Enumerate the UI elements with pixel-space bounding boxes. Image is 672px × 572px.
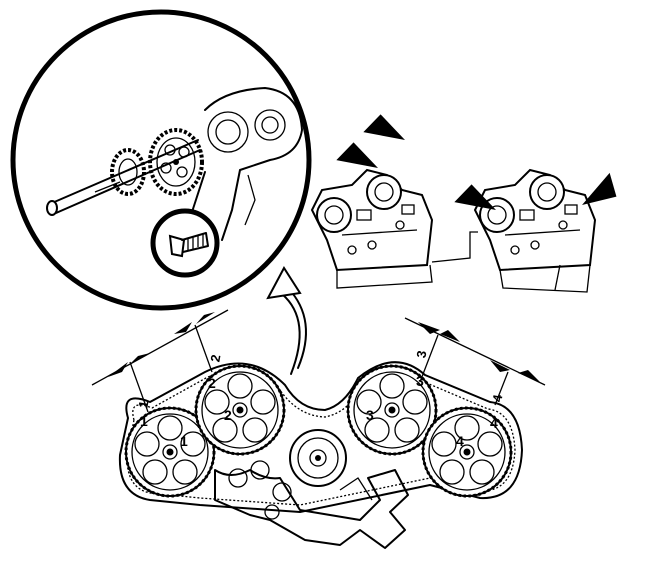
timing-mark-labels: 1 1 2 2 3 3 4 4: [140, 373, 498, 449]
dimension-label-2: 2: [207, 353, 223, 363]
camshaft-gear-large: [148, 128, 204, 196]
cylinder-head-right: [474, 169, 596, 293]
detail-callout-circle: [10, 9, 312, 311]
pointer-arrow: [582, 172, 617, 205]
engine-block-lower: [214, 460, 409, 549]
cam-pulley-4: [421, 406, 513, 498]
dimension-label-1: 1: [135, 399, 151, 409]
hub-mark-label-3: 3: [366, 407, 374, 423]
camshaft-housing: [204, 87, 303, 241]
dimension-labels: 1 2 3 4: [135, 349, 505, 409]
belt-mark-label-4: 4: [490, 415, 498, 431]
bolt-detail-circle: [150, 208, 220, 278]
belt-mark-label-3: 3: [416, 373, 424, 389]
curved-arrow: [266, 266, 307, 375]
dimension-markers: [91, 309, 546, 413]
cylinder-head-left: [311, 169, 433, 289]
camshaft-gear-small: [110, 148, 146, 196]
hub-mark-label-1: 1: [180, 433, 188, 449]
dimension-label-4: 4: [489, 393, 505, 403]
hub-mark-label-2: 2: [224, 407, 232, 423]
long-bolt: [46, 139, 201, 216]
dimension-label-3: 3: [413, 349, 429, 359]
pointer-arrow: [454, 184, 496, 210]
pointer-arrow: [336, 142, 378, 168]
pointer-arrow: [363, 114, 405, 140]
belt-mark-label-1: 1: [140, 413, 148, 429]
belt-mark-label-2: 2: [208, 375, 216, 391]
hub-mark-label-4: 4: [456, 433, 464, 449]
tensioner-pulley: [289, 429, 347, 487]
